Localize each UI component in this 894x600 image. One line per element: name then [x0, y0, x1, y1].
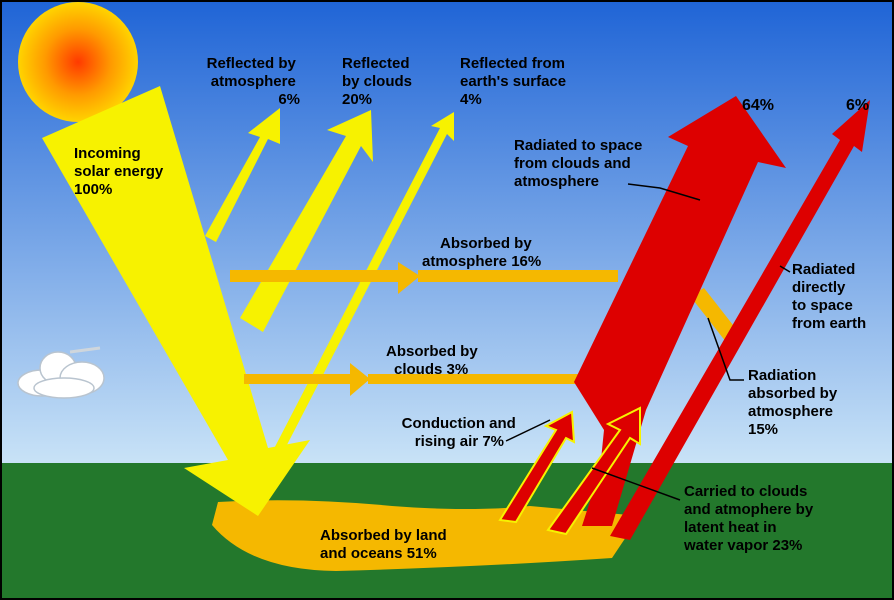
land-absorption-band: [212, 500, 640, 571]
leader-lines: [505, 183, 791, 501]
incoming-solar-beam: [42, 86, 310, 516]
radiated-directly-label: Radiated directly to space from earth: [792, 261, 866, 332]
sun-icon: [18, 2, 138, 122]
pct-64-label: 64%: [742, 97, 774, 114]
reflected-atmosphere-arrow: [205, 108, 280, 242]
absorbed-land-label: Absorbed by land and oceans 51%: [320, 527, 451, 562]
radiated-directly-arrow: [610, 100, 870, 540]
conduction-label: Conduction and rising air 7%: [402, 415, 520, 450]
absorbed-atmosphere-arrow: [230, 262, 740, 342]
incoming-solar-label: Incoming solar energy 100%: [74, 145, 167, 198]
pct-6-label: 6%: [846, 97, 869, 114]
cloud-icon: [17, 351, 105, 399]
radiated-clouds-atmosphere-label: Radiated to space from clouds and atmosp…: [514, 137, 647, 190]
cloud-wisp: [69, 346, 101, 354]
absorbed-clouds-label: Absorbed by clouds 3%: [386, 343, 482, 378]
carried-latent-heat-label: Carried to clouds and atmophere by laten…: [683, 483, 817, 554]
reflected-surface-label: Reflected from earth's surface 4%: [460, 55, 570, 108]
reflected-atmosphere-label: Reflected by atmosphere 6%: [207, 55, 300, 108]
absorbed-atmosphere-label: Absorbed by atmosphere 16%: [422, 235, 541, 270]
absorbed-clouds-arrow: [244, 363, 590, 396]
radiation-absorbed-label: Radiation absorbed by atmosphere 15%: [748, 367, 841, 438]
reflected-clouds-label: Reflected by clouds 20%: [342, 55, 416, 108]
conduction-arrows: [498, 406, 641, 536]
